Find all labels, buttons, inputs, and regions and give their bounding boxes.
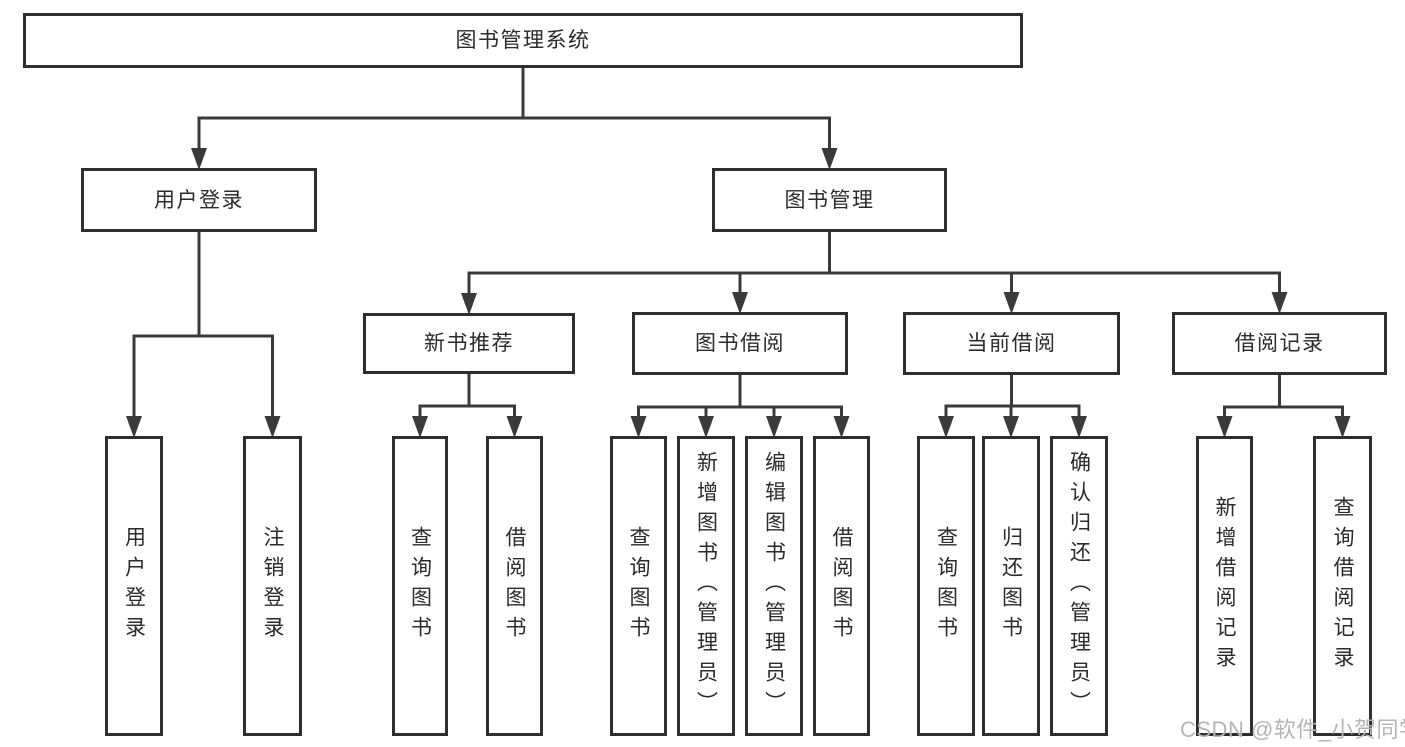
diagram-node-borrow-records: 借阅记录 [1172, 312, 1387, 375]
diagram-node-leaf-user-login: 用户登录 [105, 436, 163, 736]
node-label: 新增借阅记录 [1213, 496, 1236, 676]
diagram-node-root: 图书管理系统 [23, 13, 1023, 68]
diagram-node-leaf-add-borrow-record: 新增借阅记录 [1196, 436, 1253, 736]
diagram-node-leaf-query-book-rec: 查询图书 [392, 436, 448, 736]
node-label: 确认归还（管理员） [1067, 451, 1091, 721]
diagram-node-leaf-query-book-bb: 查询图书 [610, 436, 667, 736]
node-label: 归还图书 [999, 526, 1023, 646]
node-label: 当前借阅 [966, 332, 1057, 355]
node-label: 查询图书 [934, 526, 958, 646]
diagram-node-leaf-edit-book: 编辑图书（管理员） [745, 436, 803, 736]
node-label: 编辑图书（管理员） [762, 451, 786, 721]
node-label: 用户登录 [154, 188, 244, 212]
node-label: 新增图书（管理员） [694, 451, 718, 721]
diagram-node-leaf-add-book: 新增图书（管理员） [677, 436, 735, 736]
node-label: 注销登录 [261, 526, 284, 646]
diagram-node-current-borrow: 当前借阅 [903, 312, 1120, 375]
node-label: 查询图书 [627, 526, 650, 646]
node-label: 图书管理 [784, 188, 875, 212]
diagram-node-book-mgmt: 图书管理 [712, 168, 947, 232]
node-label: 借阅图书 [503, 526, 526, 646]
diagram-node-leaf-query-borrow-record: 查询借阅记录 [1313, 436, 1372, 736]
diagram-node-book-borrow: 图书借阅 [632, 312, 848, 375]
diagram-node-new-book-rec: 新书推荐 [363, 313, 575, 374]
node-label: 查询借阅记录 [1331, 496, 1354, 676]
node-label: 借阅图书 [830, 526, 853, 646]
node-label: 用户登录 [122, 526, 146, 646]
diagram-node-leaf-logout: 注销登录 [243, 436, 302, 736]
node-label: 图书借阅 [695, 332, 785, 355]
diagram-node-leaf-query-book-cb: 查询图书 [917, 436, 975, 736]
diagram-node-leaf-return-book: 归还图书 [982, 436, 1040, 736]
node-label: 新书推荐 [424, 332, 514, 355]
diagram-node-leaf-borrow-book-bb: 借阅图书 [813, 436, 870, 736]
diagram-node-user-login: 用户登录 [81, 168, 317, 232]
node-label: 图书管理系统 [455, 29, 591, 52]
diagram-node-leaf-confirm-return: 确认归还（管理员） [1050, 436, 1108, 736]
watermark: CSDN @软件_小贺同学 [1180, 717, 1405, 742]
node-label: 查询图书 [408, 526, 432, 646]
diagram-node-leaf-borrow-book-rec: 借阅图书 [486, 436, 543, 736]
node-label: 借阅记录 [1234, 332, 1325, 355]
